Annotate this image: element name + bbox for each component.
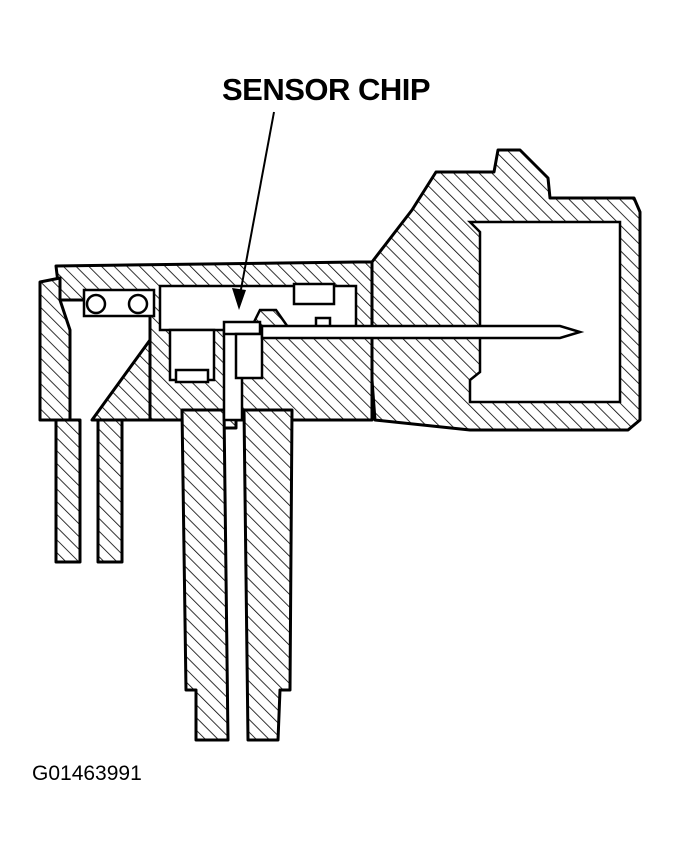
- seal-ring-right: [127, 293, 149, 315]
- bottom-lug: [174, 368, 210, 384]
- tube-right: [242, 408, 294, 742]
- tube-left: [180, 408, 230, 742]
- lower-cavity: [168, 328, 216, 382]
- left-leg-outer: [54, 418, 82, 564]
- chip-base: [234, 332, 264, 380]
- terminal-pin: [260, 324, 585, 340]
- terminal-clip: [292, 282, 336, 306]
- left-outer-wall: [38, 276, 72, 422]
- inner-support: [90, 338, 152, 422]
- left-leg-inner: [96, 418, 124, 564]
- figure-id: G01463991: [32, 762, 142, 785]
- callout-leader: [238, 111, 275, 301]
- sensor-chip: [222, 320, 262, 336]
- callout-arrowhead: [232, 288, 246, 310]
- connector-socket: [466, 220, 622, 404]
- sensor-chip-label: SENSOR CHIP: [222, 72, 431, 107]
- seal-ring-left: [85, 293, 107, 315]
